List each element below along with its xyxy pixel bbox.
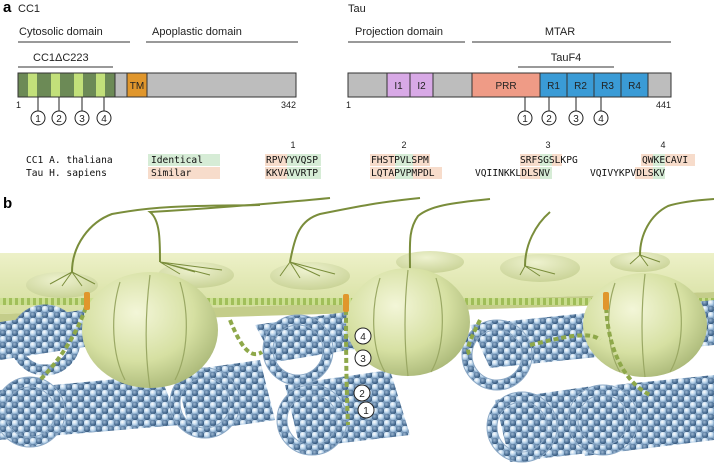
tau-segment-prr — [471, 72, 541, 98]
panel-b-label: b — [3, 195, 12, 212]
tau-repeat-markers: 1 2 3 4 — [517, 97, 609, 126]
cc1-tm-label: TM — [130, 81, 144, 92]
callout-3: 3 — [360, 354, 366, 365]
tau-segment-i1-label: I1 — [394, 81, 403, 92]
alignment-block-3-cc1: SRFSGSLKPG — [520, 155, 578, 166]
tau-segment-r3 — [593, 72, 622, 98]
tau-segment-r3-label: R3 — [601, 81, 614, 92]
cc1-marker-3: 3 — [79, 114, 85, 125]
tau-projection-label: Projection domain — [355, 26, 443, 38]
cc1-marker-2: 2 — [56, 114, 62, 125]
cc1-end: 342 — [281, 100, 296, 110]
legend-identical-swatch — [148, 154, 220, 166]
tau-f4-label: TauF4 — [551, 52, 582, 64]
alignment-block-2-cc1: FHSTPVLSPM — [371, 155, 429, 166]
tau-diagram: Tau Projection domain MTAR TauF4 I1 I2 P… — [346, 3, 672, 126]
cc1-deletion-label: CC1ΔC223 — [33, 52, 89, 64]
illustration: 4 3 2 1 — [0, 197, 714, 463]
cc1-repeat-3 — [74, 73, 83, 97]
tau-marker-3: 3 — [573, 114, 579, 125]
cc1-apoplastic-label: Apoplastic domain — [152, 26, 242, 38]
alignment-block-4-cc1: QWKECAVI — [642, 155, 688, 166]
alignment-block-4-tau: VQIVYKPVDLSKV — [590, 168, 665, 179]
sequence-alignment: CC1 A. thaliana Tau H. sapiens Identical… — [26, 140, 695, 179]
cc1-start: 1 — [16, 100, 21, 110]
tau-start: 1 — [346, 100, 351, 110]
alignment-block-1-cc1: RPVYYVQSP — [266, 155, 318, 166]
cc1-diagram: CC1 Cytosolic domain Apoplastic domain C… — [16, 3, 298, 126]
alignment-block-2-number: 2 — [401, 140, 406, 150]
tau-segment-r1-label: R1 — [547, 81, 560, 92]
tau-marker-1: 1 — [522, 114, 528, 125]
alignment-block-2-tau: LQTAPVPMPDL — [371, 168, 435, 179]
cc1-repeat-2 — [51, 73, 60, 97]
alignment-row1-label: CC1 A. thaliana — [26, 155, 113, 166]
legend-similar: Similar — [151, 168, 192, 179]
tau-segment-r4 — [620, 72, 649, 98]
cc1-repeat-markers: 1 2 3 4 — [30, 97, 112, 126]
callout-4: 4 — [360, 332, 366, 343]
tau-segment-prr-label: PRR — [495, 81, 516, 92]
alignment-block-3-tau: VQIINKKLDLSNV — [475, 168, 550, 179]
tau-segment-r2-label: R2 — [574, 81, 587, 92]
tau-end: 441 — [656, 100, 671, 110]
legend-identical: Identical — [151, 155, 203, 166]
callout-2: 2 — [359, 389, 365, 400]
cc1-repeat-1 — [28, 73, 37, 97]
alignment-block-1-tau: KKVAVVRTP — [266, 168, 318, 179]
cc1-title: CC1 — [18, 3, 40, 15]
linker-branches — [49, 254, 661, 287]
cc1-marker-1: 1 — [35, 114, 41, 125]
tm-anchors — [84, 292, 609, 312]
tau-marker-2: 2 — [546, 114, 552, 125]
alignment-block-1-number: 1 — [290, 140, 295, 150]
alignment-row2-label: Tau H. sapiens — [26, 168, 107, 179]
panel-a-label: a — [3, 0, 12, 16]
tau-title: Tau — [348, 3, 366, 15]
alignment-block-4-number: 4 — [660, 140, 665, 150]
cc1-marker-4: 4 — [101, 114, 107, 125]
tau-segment-i2-label: I2 — [417, 81, 426, 92]
repeat-callouts: 4 3 2 1 — [353, 327, 375, 419]
tau-mtar-label: MTAR — [545, 26, 575, 38]
cc1-repeat-4 — [96, 73, 105, 97]
tau-segment-r4-label: R4 — [628, 81, 641, 92]
alignment-block-3-number: 3 — [545, 140, 550, 150]
callout-1: 1 — [363, 406, 369, 417]
extracellular-linkers — [71, 197, 714, 273]
tau-marker-4: 4 — [598, 114, 604, 125]
cc1-cytosolic-label: Cytosolic domain — [19, 26, 103, 38]
membrane-complexes — [82, 268, 707, 389]
legend-similar-swatch — [148, 167, 220, 179]
